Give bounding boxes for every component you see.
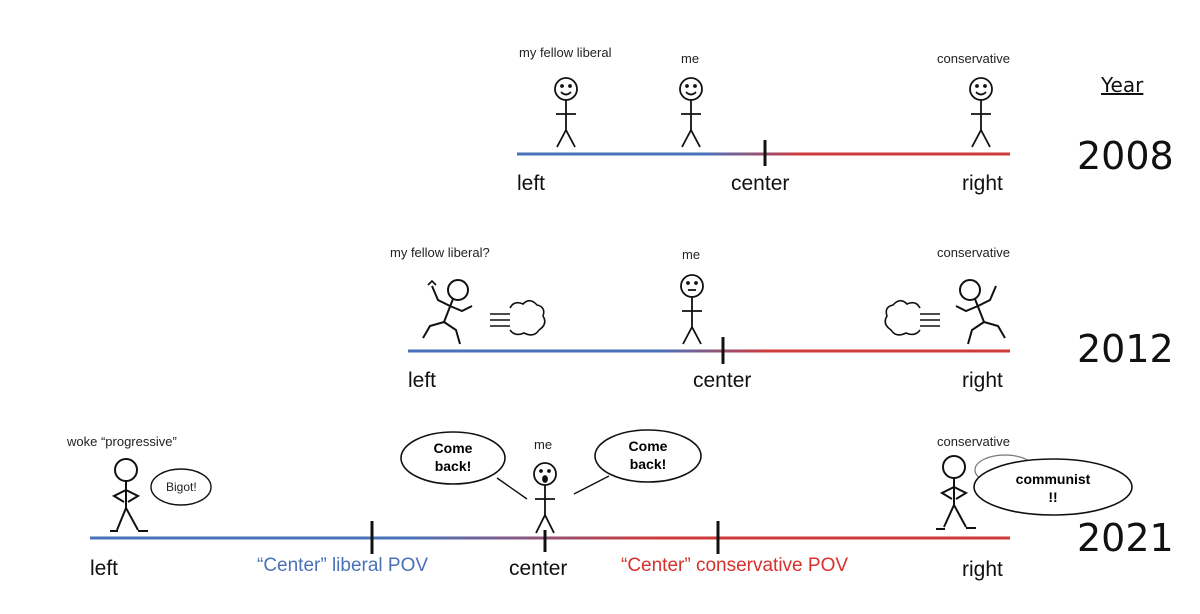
label-me-2008: me: [681, 51, 700, 66]
bubble-text-communist: communist !!: [1015, 471, 1091, 505]
label-my-fellow-liberal-2008: my fellow liberal: [519, 45, 612, 60]
label-conservative-2008: conservative: [937, 51, 1010, 66]
stick-figure-liberal-2008: [554, 77, 578, 148]
pov-liberal-2021: “Center” liberal POV: [257, 555, 429, 576]
speech-pointer-right: [573, 475, 610, 495]
stick-figure-conservative-2008: [969, 77, 993, 148]
year-2012: 2012: [1077, 327, 1174, 371]
dust-cloud-icon-left: [490, 299, 546, 336]
axis-right-2021: right: [962, 558, 1003, 581]
pov-conservative-2021: “Center” conservative POV: [621, 555, 849, 576]
label-my-fellow-liberal-2012: my fellow liberal?: [390, 245, 490, 260]
label-conservative-2021: conservative: [937, 434, 1010, 449]
label-woke-progressive-2021: woke “progressive”: [67, 434, 177, 449]
label-me-2012: me: [682, 247, 701, 262]
bubble-text-come-back-left: Come back!: [433, 440, 473, 474]
bubble-text-bigot: Bigot!: [166, 480, 197, 494]
axis-left-2012: left: [408, 369, 437, 392]
axis-center-2008: center: [731, 172, 790, 195]
axis-center-2021: center: [509, 557, 568, 580]
stick-figure-me-2008: [679, 77, 703, 148]
speech-bubble-bigot: [150, 468, 212, 506]
axis-left-2021: left: [90, 557, 119, 580]
speech-bubble-communist: [973, 458, 1133, 516]
axis-center-2012: center: [693, 369, 752, 392]
year-2008: 2008: [1077, 134, 1174, 178]
speech-bubble-come-back-right: [594, 429, 702, 483]
label-me-2021: me: [534, 437, 553, 452]
bubble-text-come-back-right: Come back!: [628, 438, 668, 472]
running-figure-conservative-2012: [955, 279, 1006, 345]
stick-figure-woke-progressive-2021: [110, 458, 148, 532]
running-figure-liberal-2012: [422, 279, 473, 345]
year-header: Year: [1101, 73, 1144, 97]
stick-figure-me-2012: [680, 274, 704, 345]
label-conservative-2012: conservative: [937, 245, 1010, 260]
stick-figure-me-2021: [533, 462, 557, 534]
axis-right-2008: right: [962, 172, 1003, 195]
axis-left-2008: left: [517, 172, 546, 195]
stick-figure-conservative-2021: [936, 455, 976, 530]
axis-right-2012: right: [962, 369, 1003, 392]
dust-cloud-icon-right: [884, 299, 940, 336]
year-2021: 2021: [1077, 516, 1174, 560]
speech-bubble-come-back-left: [400, 431, 506, 485]
speech-pointer-left: [496, 477, 528, 500]
